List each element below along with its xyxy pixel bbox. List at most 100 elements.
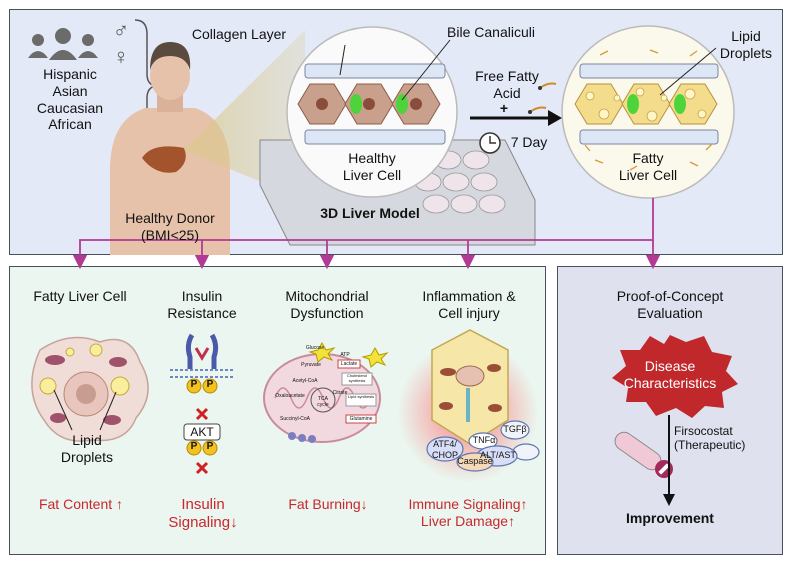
ethnicity-hispanic: Hispanic: [43, 66, 97, 82]
marker-alt: ALT/AST: [480, 450, 516, 460]
capsule-icon: [614, 431, 673, 478]
donor-label-text: Healthy Donor: [125, 210, 215, 226]
drug-label: Firsocostat (Therapeutic): [674, 424, 774, 453]
fatty-liver-cell-illustration: [31, 336, 149, 442]
disease-burst: [612, 335, 738, 418]
mito-citrate: Citrate: [332, 390, 348, 396]
lipid-droplets-label-2: Droplets: [60, 448, 114, 465]
model-label: 3D Liver Model: [320, 205, 420, 221]
healthy-cell-label-2: Liver Cell: [342, 166, 402, 183]
phospho-label: P: [190, 379, 198, 390]
female-symbol: ♀: [112, 44, 130, 69]
mito-tca: TCA cycle: [317, 396, 329, 408]
ethnicity-caucasian: Caucasian: [36, 99, 104, 116]
marker-atf-2: CHOP: [431, 449, 458, 460]
ffa-label: Free Fatty Acid: [462, 68, 552, 102]
mito-oxalo: Oxaloacetate: [275, 393, 305, 399]
lipid-pointer: [659, 47, 717, 96]
ethnicity-african: African: [48, 116, 92, 133]
disease-label-2: Characteristics: [623, 374, 717, 391]
drug-label-1: Firsocostat: [674, 424, 733, 438]
phospho-label: P: [190, 441, 198, 452]
poc-title-1: Proof-of-Concept: [616, 288, 724, 304]
marker-atf: ATF4/ CHOP: [427, 439, 463, 461]
drug-label-2: (Therapeutic): [674, 438, 746, 453]
healthy-cell-label-1: Healthy: [348, 150, 396, 166]
fatty-cell-label-2: Liver Cell: [618, 166, 678, 183]
outcome-immune-2: Liver Damage↑: [420, 512, 516, 529]
marker-atf-1: ATF4/: [433, 439, 457, 449]
mito-acetyl: Acetyl-CoA: [292, 378, 318, 384]
marker-tnf: TNFα: [472, 435, 496, 445]
col2-title-1: Insulin: [181, 288, 223, 304]
donor-bmi: (BMI<25): [141, 226, 199, 243]
insulin-receptor-illustration: [170, 333, 234, 475]
male-symbol: ♂: [112, 18, 130, 43]
collagen-pointer: [339, 44, 346, 76]
ethnicity-list: Hispanic Asian Caucasian African: [22, 66, 118, 133]
marker-caspase: Caspase: [457, 456, 493, 466]
healthy-cell-label: Healthy Liver Cell: [330, 150, 414, 184]
healthy-cell-zoom: [286, 26, 458, 198]
mitochondria-illustration: [263, 341, 389, 443]
population-icon: [28, 28, 98, 60]
col3-title: Mitochondrial Dysfunction: [268, 288, 386, 322]
mito-cholesterol: Cholesterol synthesis: [346, 373, 368, 383]
mito-atp: ATP: [340, 352, 350, 358]
poc-title: Proof-of-Concept Evaluation: [580, 288, 760, 322]
col2-title: Insulin Resistance: [162, 288, 242, 322]
duration-label: 7 Day: [510, 134, 548, 150]
liver-organ: [142, 146, 186, 173]
mito-pyruvate: Pyruvate: [301, 362, 321, 368]
disease-label: Disease Characteristics: [612, 358, 728, 392]
mito-succinyl: Succinyl-CoA: [279, 416, 310, 422]
outcome-immune: Immune Signaling↑ Liver Damage↑: [392, 496, 544, 530]
improvement-arrowhead: [663, 494, 675, 506]
bile-pointer: [401, 39, 451, 101]
akt-label: AKT: [190, 425, 214, 439]
poc-title-2: Evaluation: [637, 304, 703, 321]
disease-label-1: Disease: [644, 358, 696, 374]
mito-lipid-synthesis: Lipid synthesis: [347, 394, 375, 399]
mito-glucose: Glucose: [305, 345, 325, 351]
outcome-immune-1: Immune Signaling↑: [408, 496, 528, 512]
outcome-insulin: Insulin Signaling↓: [148, 496, 258, 532]
treatment-arrowhead: [548, 110, 562, 126]
outcome-fat-content: Fat Content ↑: [38, 496, 124, 512]
col4-title-2: Cell injury: [438, 304, 500, 321]
col3-title-1: Mitochondrial: [285, 288, 369, 304]
fatty-acid-icons: [528, 82, 557, 114]
col3-title-2: Dysfunction: [290, 304, 364, 321]
fatty-cell-label: Fatty Liver Cell: [606, 150, 690, 184]
lipid-top-label-2: Droplets: [719, 44, 773, 61]
mito-glutamine: Glutamine: [349, 416, 373, 422]
ffa-label-1: Free Fatty: [475, 68, 539, 84]
col4-title-1: Inflammation &: [422, 288, 516, 304]
marker-tgf: TGFβ: [503, 424, 527, 434]
outcome-insulin-1: Insulin: [181, 496, 225, 513]
col1-title: Fatty Liver Cell: [33, 288, 127, 304]
improvement-label: Improvement: [626, 510, 714, 526]
ethnicity-asian: Asian: [52, 82, 88, 99]
inflammation-illustration: [398, 329, 540, 482]
phospho-label: P: [206, 441, 214, 452]
fatty-cell-label-1: Fatty: [632, 150, 664, 166]
lipid-droplets-label-1: Lipid: [72, 432, 102, 448]
lipid-top-label-1: Lipid: [731, 28, 761, 44]
plus-sign: +: [499, 100, 509, 116]
lipid-droplets-label: Lipid Droplets: [52, 432, 122, 466]
collagen-label: Collagen Layer: [191, 26, 287, 42]
phospho-label: P: [206, 379, 214, 390]
outcome-insulin-2: Signaling↓: [168, 514, 238, 531]
clock-icon: [479, 132, 501, 154]
mito-lactate: Lactate: [340, 361, 358, 367]
ffa-label-2: Acid: [493, 84, 521, 101]
phenotype-connector: [72, 198, 661, 270]
col2-title-2: Resistance: [167, 304, 237, 321]
col4-title: Inflammation & Cell injury: [404, 288, 534, 322]
donor-label: Healthy Donor (BMI<25): [100, 210, 240, 244]
bile-label: Bile Canaliculi: [447, 24, 535, 40]
proof-of-concept-panel: [557, 266, 783, 555]
outcome-fat-burning: Fat Burning↓: [288, 496, 368, 512]
